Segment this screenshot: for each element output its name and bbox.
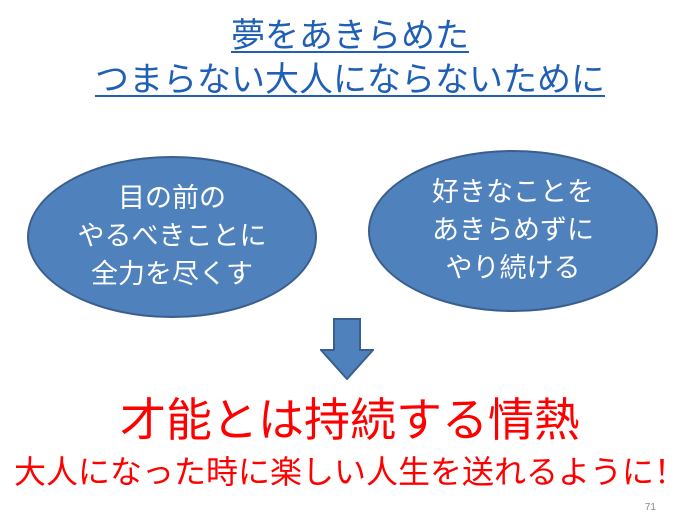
ellipse-left: 目の前の やるべきことに 全力を尽くす [27, 156, 317, 318]
ellipse-left-line-1: 目の前の [118, 183, 226, 214]
slide-title: 夢をあきらめた つまらない大人にならないために [0, 14, 700, 102]
ellipse-right-line-2: あきらめずに [432, 215, 594, 246]
headline: 才能とは持続する情熱 [120, 393, 580, 447]
ellipse-left-line-3: 全力を尽くす [91, 259, 253, 290]
ellipse-right-line-1: 好きなことを [432, 177, 594, 208]
subline: 大人になった時に楽しい人生を送れるように！ [13, 453, 686, 491]
page-number: 71 [644, 502, 656, 513]
title-line-1-text: 夢をあきらめた [231, 16, 469, 56]
down-arrow-icon [320, 318, 374, 380]
ellipse-right-line-3: やり続ける [445, 253, 581, 284]
title-line-1: 夢をあきらめた [0, 14, 700, 58]
ellipse-right: 好きなことを あきらめずに やり続ける [368, 150, 658, 312]
ellipse-left-line-2: やるべきことに [77, 221, 267, 252]
title-line-2: つまらない大人にならないために [0, 58, 700, 102]
title-line-2-text: つまらない大人にならないために [95, 60, 605, 100]
